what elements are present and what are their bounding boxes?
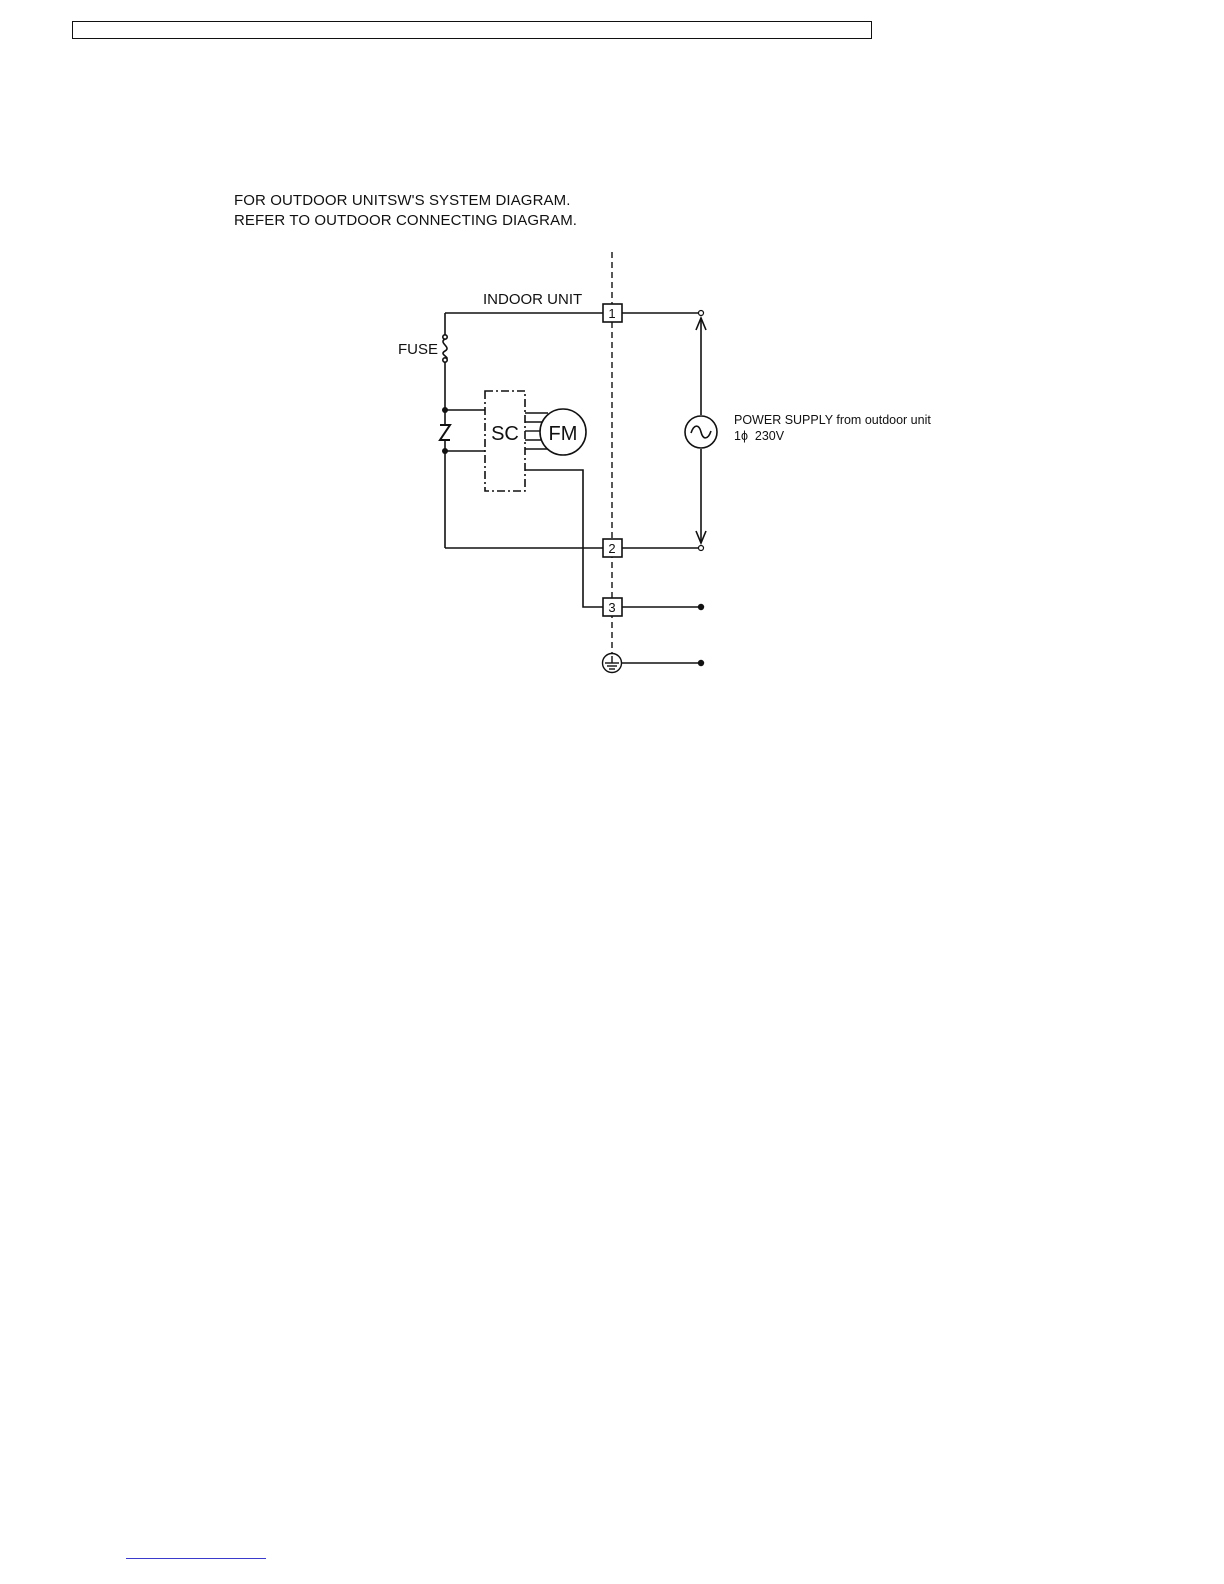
terminal-3-label: 3 <box>608 600 615 615</box>
indoor-unit-label: INDOOR UNIT <box>483 291 582 308</box>
endpoint-open-1 <box>699 311 704 316</box>
junction-dot-upper <box>442 407 448 413</box>
sc-label: SC <box>491 423 519 445</box>
footer-link-underline[interactable] <box>126 1558 266 1559</box>
fuse-icon <box>443 335 447 362</box>
wire-signal <box>525 470 603 607</box>
terminal-1-label: 1 <box>608 306 615 321</box>
varistor-icon <box>440 425 450 440</box>
endpoint-filled-ground <box>698 660 704 666</box>
terminal-2-label: 2 <box>608 541 615 556</box>
power-supply-label: POWER SUPPLY from outdoor unit <box>734 413 931 427</box>
endpoint-open-2 <box>699 546 704 551</box>
power-supply-rating: 1ϕ 230V <box>734 429 785 443</box>
ac-source-icon <box>685 416 717 448</box>
endpoint-filled-3 <box>698 604 704 610</box>
fm-label: FM <box>549 423 578 445</box>
ground-icon <box>603 654 622 673</box>
junction-dot-lower <box>442 448 448 454</box>
fuse-label: FUSE <box>398 341 438 358</box>
